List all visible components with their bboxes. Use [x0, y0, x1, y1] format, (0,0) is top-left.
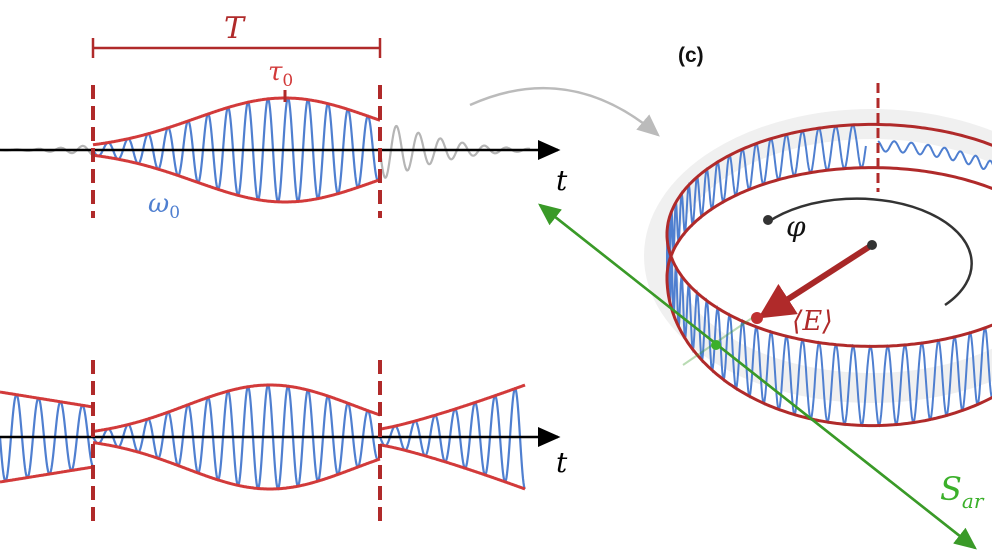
field-label: ⟨E⟩	[792, 306, 833, 337]
signal-subscript: ar	[962, 489, 985, 513]
pulse-width-symbol: τ	[268, 57, 283, 87]
envelope-2-upper	[92, 383, 381, 433]
angle-arc	[767, 197, 973, 307]
period-bracket	[91, 38, 382, 58]
envelope-1-lower	[0, 465, 94, 484]
envelope-lower	[92, 153, 381, 204]
envelope-upper	[92, 96, 381, 147]
period-label: T	[224, 11, 246, 46]
single-pulse-plot	[0, 96, 531, 204]
envelope-1-upper	[0, 390, 94, 409]
envelope-3-lower	[379, 443, 526, 491]
carrier-subscript: 0	[169, 203, 180, 223]
panel-label: (c)	[678, 44, 704, 67]
pulse-width-subscript: 0	[282, 71, 293, 91]
carrier-wave-2	[92, 383, 382, 491]
angle-arc-head	[763, 215, 773, 225]
carrier-wave-3	[378, 386, 526, 490]
envelope-3-upper	[379, 383, 526, 431]
field-vector-arrow	[757, 242, 874, 319]
angle-label: φ	[786, 210, 806, 243]
pulse-train-plot	[0, 383, 526, 491]
field-vector-origin	[867, 240, 877, 250]
pulse-width-label: τ0	[268, 57, 293, 91]
pulse-tail-right	[378, 124, 531, 179]
ring-resonator	[644, 109, 992, 428]
carrier-label: ω0	[148, 189, 180, 223]
ring-envelope-lower	[665, 166, 992, 428]
signal-point	[711, 340, 721, 350]
signal-symbol: S	[940, 470, 962, 508]
carrier-wave	[92, 96, 382, 204]
signal-label: Sar	[940, 470, 985, 513]
field-vector-tip	[751, 312, 763, 324]
envelope-2-lower	[92, 441, 381, 491]
time-label-bottom: t	[556, 446, 568, 479]
carrier-wave-1	[0, 393, 94, 483]
time-label-top: t	[556, 164, 568, 197]
signal-axis-forward	[539, 204, 977, 550]
transition-arrow	[469, 86, 660, 137]
ring-envelope-upper	[665, 122, 992, 348]
carrier-symbol: ω	[148, 189, 169, 219]
